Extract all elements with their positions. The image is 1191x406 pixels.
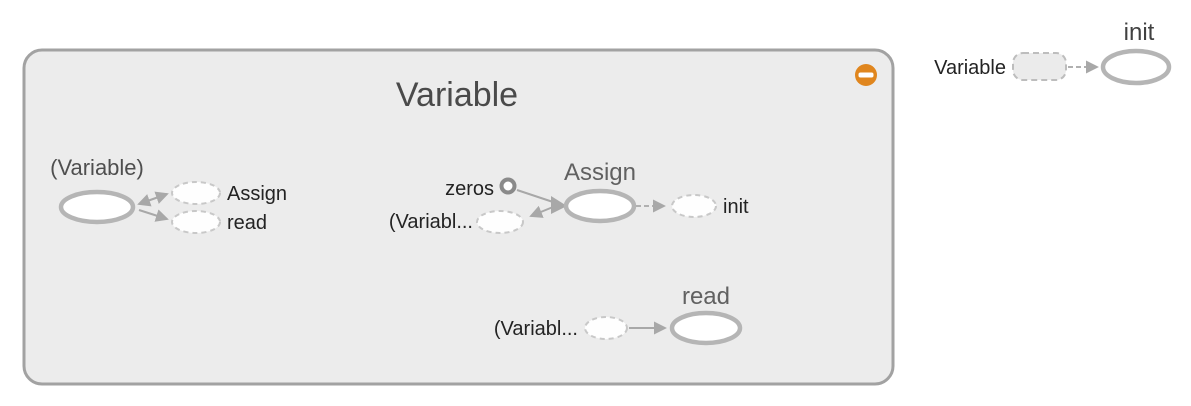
annotation-variable-in-read-ellipse[interactable] [584, 316, 628, 340]
edge-variable-read [138, 209, 169, 222]
annotation-variable-collapsed-label: Variable [934, 57, 1006, 79]
annotation-variable-in-ellipse[interactable] [476, 210, 524, 234]
node-read-ellipse[interactable] [669, 310, 743, 346]
edge-variableref-assign [529, 205, 554, 218]
variable-group-box[interactable] [22, 48, 895, 386]
minus-icon [858, 72, 874, 78]
annotation-read-label: read [227, 212, 267, 234]
init-subgraph: Variable init [934, 19, 1172, 86]
node-variable-internal-title: (Variable) [50, 155, 144, 180]
collapse-button[interactable] [855, 64, 877, 86]
node-variable-internal: (Variable) Assign read [50, 155, 287, 234]
node-assign-ellipse[interactable] [563, 188, 637, 224]
annotation-init-out-label: init [723, 196, 749, 218]
annotation-assign-label: Assign [227, 183, 287, 205]
node-read-title: read [682, 283, 730, 310]
variable-group: Variable (Variable) Assign read zeros (V… [22, 48, 895, 386]
annotation-read-ellipse[interactable] [171, 210, 221, 234]
node-read: (Variabl... read [494, 283, 743, 346]
annotation-assign-ellipse[interactable] [171, 181, 221, 205]
annotation-variable-collapsed-rect[interactable] [1012, 52, 1067, 81]
annotation-variable-in-label: (Variabl... [389, 211, 473, 233]
variable-group-title: Variable [396, 76, 518, 114]
node-init-ellipse[interactable] [1100, 48, 1172, 86]
edge-variable-assign [137, 191, 169, 207]
annotation-zeros-label: zeros [445, 178, 494, 200]
annotation-zeros-const-circle[interactable] [499, 177, 517, 195]
annotation-variable-in-read-label: (Variabl... [494, 318, 578, 340]
node-assign: zeros (Variabl... Assign init [389, 159, 749, 234]
node-assign-title: Assign [564, 159, 636, 186]
annotation-init-out-ellipse[interactable] [671, 194, 717, 218]
node-init-title: init [1124, 19, 1155, 46]
edge-assign-arrowhead [551, 196, 567, 214]
node-variable-internal-ellipse[interactable] [58, 189, 136, 225]
edge-zeros-assign [516, 189, 554, 203]
